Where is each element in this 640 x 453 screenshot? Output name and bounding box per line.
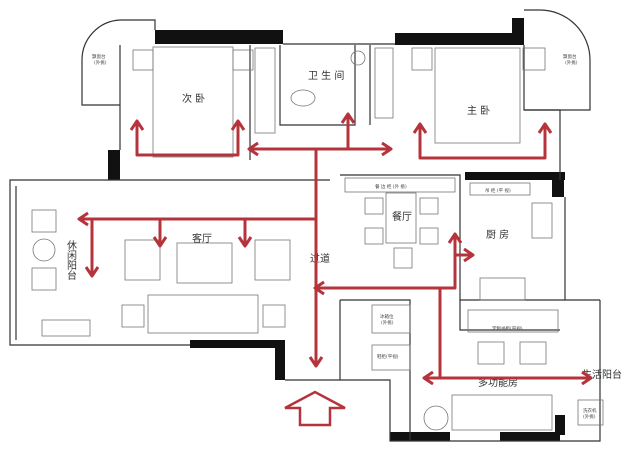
arrow-multi (422, 288, 593, 386)
furniture (31, 46, 604, 431)
arrow-corridor (308, 149, 324, 368)
kitchen-cabinet (469, 182, 531, 196)
sofa (147, 294, 259, 334)
bed-second (152, 46, 234, 158)
dining-cabinet (344, 177, 456, 193)
label-leisure-balcony: 休闲阳台 (65, 240, 77, 281)
label-second-bedroom: 次 卧 (182, 92, 205, 105)
label-bay-left-sub: (外挑) (94, 59, 107, 66)
label-bay-right: 飘窗台 (563, 53, 577, 60)
entry-arrow-icon (284, 390, 346, 427)
label-shoe-cabinet: 鞋柜(平视) (377, 353, 399, 360)
label-living: 客厅 (192, 232, 212, 245)
arrow-bedroom-second (129, 119, 246, 157)
circulation-arrows (77, 112, 593, 427)
label-bay-right-sub: (外挑) (565, 59, 578, 66)
label-kitchen-cabinet: 吊 柜 (平 视) (485, 187, 511, 194)
label-master-bedroom: 主 卧 (467, 104, 490, 117)
arrow-kitchen (313, 232, 475, 296)
stove (479, 277, 526, 301)
label-kitchen: 厨 房 (486, 228, 509, 241)
label-dining: 餐厅 (392, 210, 412, 223)
room-labels: 次 卧 卫 生 间 主 卧 餐厅 厨 房 客厅 过道 休闲阳台 多功能房 生活阳… (65, 53, 623, 420)
outline-walls (9, 9, 601, 442)
label-bookcase: 定制书柜(平视) (492, 325, 523, 332)
bed-master (434, 47, 521, 144)
washer (577, 399, 604, 426)
coffee-table (176, 242, 233, 284)
arrow-upper-hall (247, 112, 393, 157)
label-bathroom: 卫 生 间 (308, 69, 344, 82)
label-dining-cabinet: 餐 边 柜 (外 挑) (375, 183, 407, 190)
kitchen-sink (531, 202, 553, 239)
label-washer-sub: (外挑) (583, 413, 596, 420)
label-fridge: 冰箱位 (380, 313, 394, 320)
toilet (290, 89, 316, 107)
label-washer: 洗衣机 (583, 407, 597, 414)
dining-table (385, 192, 417, 244)
arrow-living (77, 211, 316, 278)
label-bay-left: 飘窗台 (92, 53, 106, 60)
sink (350, 50, 366, 66)
label-fridge-sub: (外挑) (381, 319, 394, 326)
bookcase (467, 309, 559, 333)
structural-walls (108, 18, 565, 441)
arrow-master (412, 122, 553, 160)
label-corridor: 过道 (310, 252, 330, 265)
wardrobe (254, 47, 276, 134)
multi-sofa (451, 394, 553, 431)
